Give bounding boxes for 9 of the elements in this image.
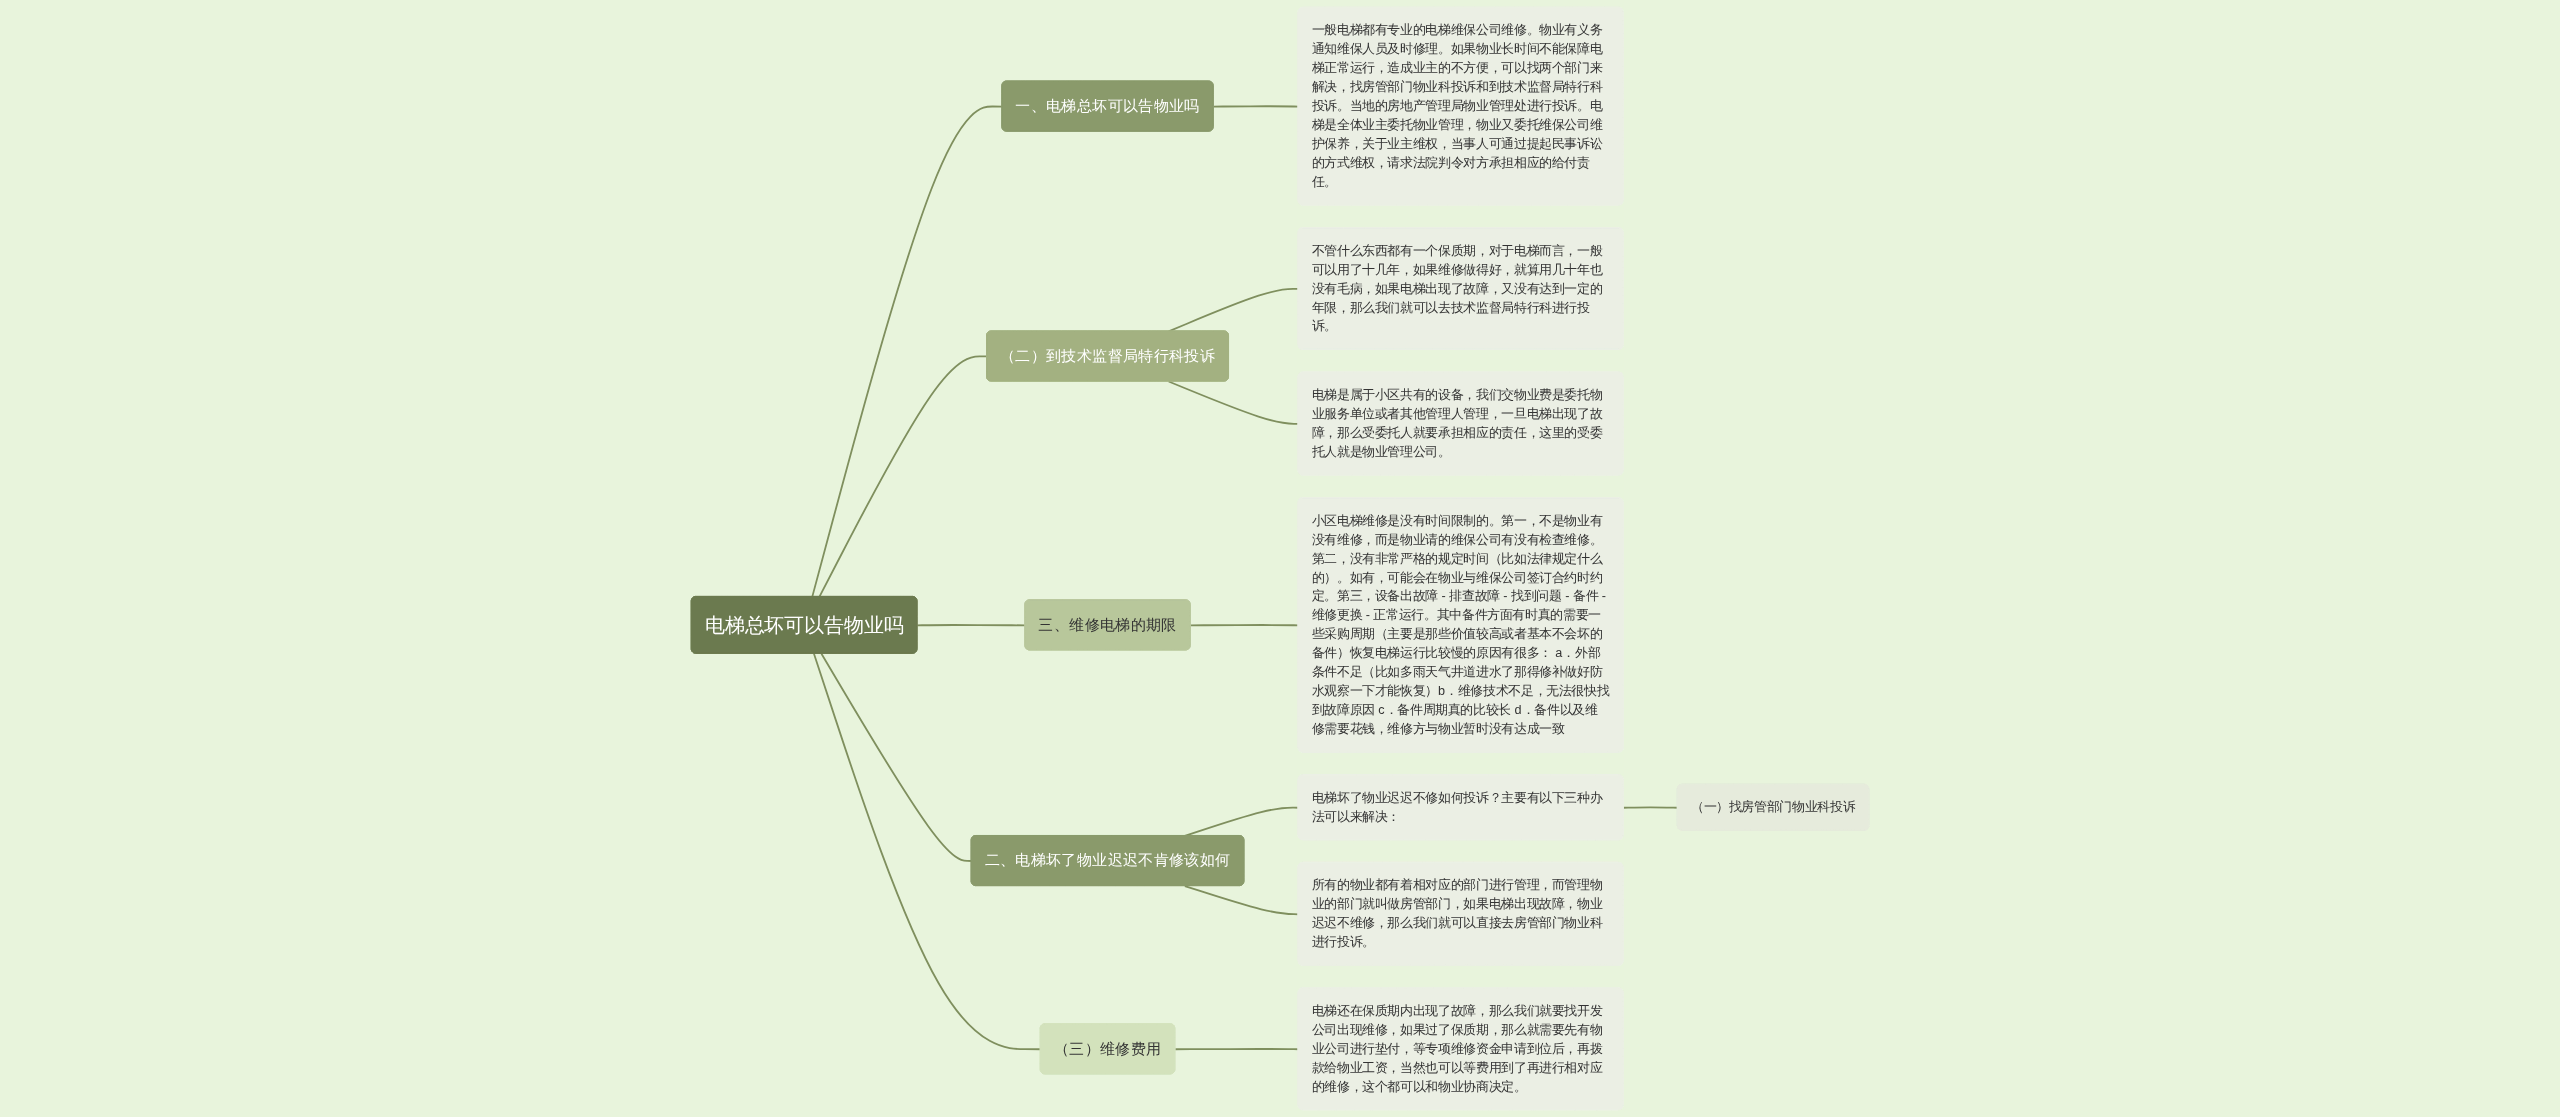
- connector: [1174, 1048, 1300, 1051]
- connector: [1622, 806, 1679, 809]
- connector: [818, 355, 988, 598]
- connector: [1167, 380, 1300, 425]
- connector: [1189, 624, 1300, 627]
- connector: [1212, 105, 1300, 108]
- connector: [1183, 885, 1300, 916]
- connector: [820, 652, 973, 862]
- connector: [813, 652, 1042, 1051]
